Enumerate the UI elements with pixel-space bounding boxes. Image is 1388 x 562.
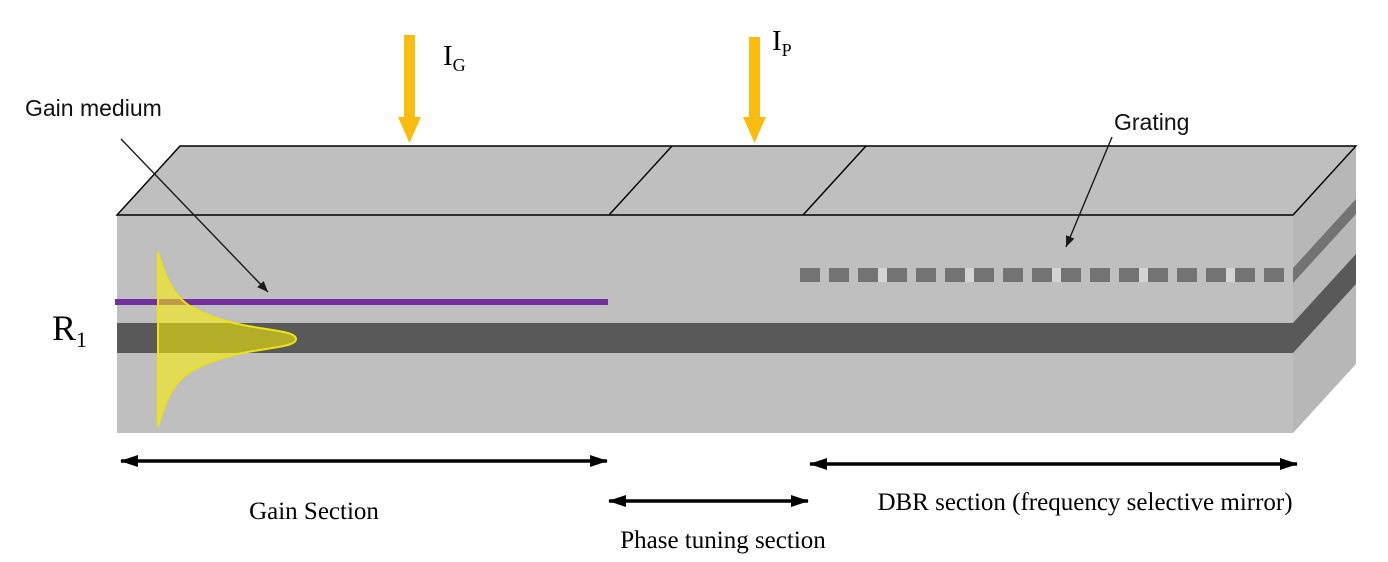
gain-medium-pointer-arrow xyxy=(120,138,269,293)
gain-medium-line xyxy=(115,299,608,305)
gain-current-arrow xyxy=(398,35,421,143)
gain-current-label: IG xyxy=(443,40,466,75)
grating-pointer-arrow xyxy=(1065,136,1113,248)
grating-layer-side-stripe xyxy=(1293,199,1356,283)
section-divider-gain-phase xyxy=(608,145,673,216)
left-mirror-label: R1 xyxy=(52,308,87,352)
gain-medium-label: Gain medium xyxy=(25,95,162,121)
bragg-grating-dashes xyxy=(800,268,1284,282)
phase-section-label: Phase tuning section xyxy=(620,527,826,554)
grating-label: Grating xyxy=(1114,109,1189,135)
dbr-section-label: DBR section (frequency selective mirror) xyxy=(877,489,1292,516)
chip-top-face xyxy=(115,145,1358,216)
phase-current-label: IP xyxy=(772,25,792,60)
laser-chip-block xyxy=(115,145,1358,433)
waveguide-stripe xyxy=(117,323,1293,353)
section-divider-phase-dbr xyxy=(802,145,867,216)
gain-section-label: Gain Section xyxy=(249,498,379,525)
optical-mode-profile xyxy=(157,251,298,428)
waveguide-layer-side-stripe xyxy=(1293,254,1356,353)
phase-current-arrow xyxy=(743,37,766,143)
